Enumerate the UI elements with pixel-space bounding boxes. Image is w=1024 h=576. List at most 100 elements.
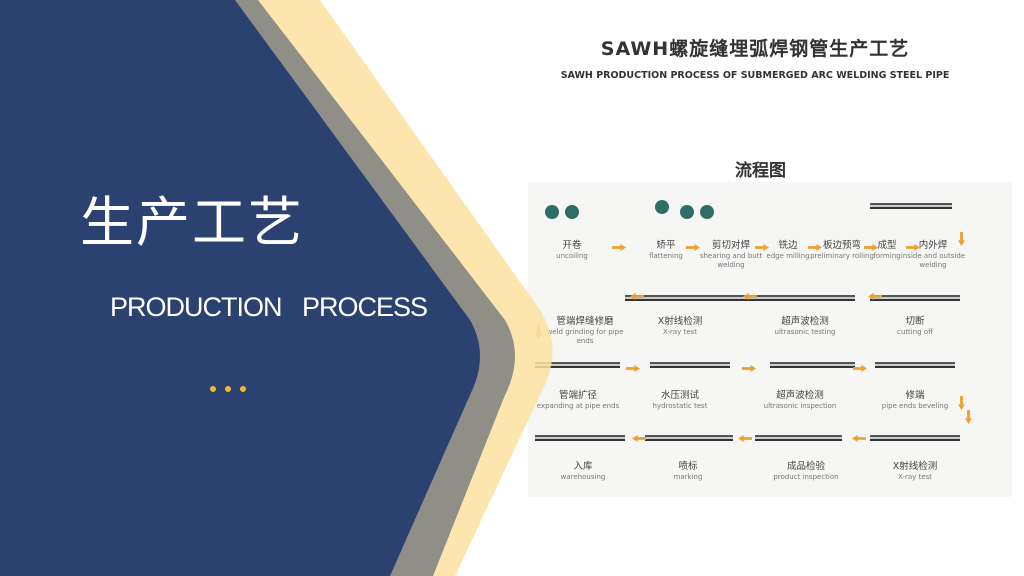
arrow-icon xyxy=(742,365,756,372)
pipe-illustration xyxy=(870,435,960,441)
flow-chart-title: 流程图 xyxy=(735,161,786,181)
step-label-cn: X射线检测 xyxy=(657,316,703,327)
step-label-cn: 修端 xyxy=(905,390,925,401)
slide-title: 生产工艺 xyxy=(80,191,304,254)
step-label-en: ultrasonic testing xyxy=(774,327,836,336)
step-label-cn: 成型 xyxy=(877,240,897,251)
roller-icon xyxy=(565,205,579,219)
arrow-icon xyxy=(755,244,769,251)
pipe-illustration xyxy=(645,435,733,441)
arrow-icon xyxy=(852,435,866,442)
arrow-icon xyxy=(626,365,640,372)
slide-subtitle: PRODUCTION PROCESS xyxy=(110,292,428,322)
arrow-icon xyxy=(958,396,965,410)
step-label-cn: 管端焊缝修磨 xyxy=(556,316,614,327)
arrow-icon xyxy=(965,410,972,424)
step-label-en: shearing and butt welding xyxy=(699,251,763,269)
step-label-cn: 管端扩径 xyxy=(558,390,597,401)
step-label-en: pipe ends beveling xyxy=(881,401,949,410)
step-label-en: forming xyxy=(873,251,901,260)
pipe-illustration xyxy=(755,435,842,441)
arrow-icon xyxy=(868,293,882,300)
arrow-icon xyxy=(864,244,878,251)
step-label-cn: 水压测试 xyxy=(660,390,699,401)
roller-icon xyxy=(545,205,559,219)
pipe-illustration xyxy=(875,362,955,368)
roller-icon xyxy=(655,200,669,214)
step-label-cn: 超声波检测 xyxy=(776,390,824,401)
step-label-cn: 开卷 xyxy=(562,240,582,251)
step-label-en: X-ray test xyxy=(663,327,697,336)
arrow-icon xyxy=(906,244,920,251)
arrow-icon xyxy=(738,435,752,442)
step-label-cn: 入库 xyxy=(573,461,593,472)
step-label-cn: 内外焊 xyxy=(918,240,948,251)
ellipsis-dots xyxy=(210,386,246,392)
roller-icon xyxy=(700,205,714,219)
step-label-en: weld grinding for pipe ends xyxy=(546,327,624,345)
step-label-en: product inspection xyxy=(773,472,839,481)
step-label-cn: 超声波检测 xyxy=(781,316,829,327)
navy-panel xyxy=(0,0,480,576)
arrow-icon xyxy=(632,435,646,442)
step-label-en: X-ray test xyxy=(898,472,932,481)
step-label-cn: 剪切对焊 xyxy=(711,240,750,251)
pipe-illustration xyxy=(650,362,730,368)
diagram-subtitle: SAWH PRODUCTION PROCESS OF SUBMERGED ARC… xyxy=(560,70,950,81)
pipe-illustration xyxy=(870,203,952,209)
arrow-icon xyxy=(612,244,626,251)
diagram-panel xyxy=(528,182,1012,497)
step-label-cn: 成品检验 xyxy=(786,461,825,472)
step-label-en: ultrasonic inspection xyxy=(763,401,837,410)
step-label-en: uncoiling xyxy=(556,251,588,260)
pipe-illustration xyxy=(695,295,855,301)
pipe-illustration xyxy=(535,435,625,441)
arrow-icon xyxy=(958,232,965,246)
step-label-cn: 板边预弯 xyxy=(822,240,861,251)
step-label-en: cutting off xyxy=(897,327,933,336)
step-label-en: expanding at pipe ends xyxy=(536,401,620,410)
step-label-en: inside and outside welding xyxy=(900,251,966,269)
pipe-illustration xyxy=(535,362,620,368)
step-label-en: flattening xyxy=(649,251,683,260)
step-label-en: warehousing xyxy=(560,472,606,481)
arrow-icon xyxy=(808,244,822,251)
step-label-en: marking xyxy=(673,472,703,481)
arrow-icon xyxy=(686,244,700,251)
diagram-title: SAWH螺旋缝埋弧焊钢管生产工艺 xyxy=(600,38,910,60)
pipe-illustration xyxy=(870,295,960,301)
step-label-cn: 喷标 xyxy=(678,461,698,472)
step-label-cn: 切断 xyxy=(905,316,925,327)
arrow-icon xyxy=(630,293,644,300)
pipe-illustration xyxy=(625,295,705,301)
step-label-en: hydrostatic test xyxy=(652,401,708,410)
arrow-icon xyxy=(743,293,757,300)
step-label-en: preliminary rolling xyxy=(810,251,874,260)
arrow-icon xyxy=(853,365,867,372)
step-label-cn: 铣边 xyxy=(778,240,798,251)
step-label-cn: 矫平 xyxy=(656,240,676,251)
step-label-cn: X射线检测 xyxy=(892,461,938,472)
roller-icon xyxy=(680,205,694,219)
pipe-illustration xyxy=(770,362,855,368)
